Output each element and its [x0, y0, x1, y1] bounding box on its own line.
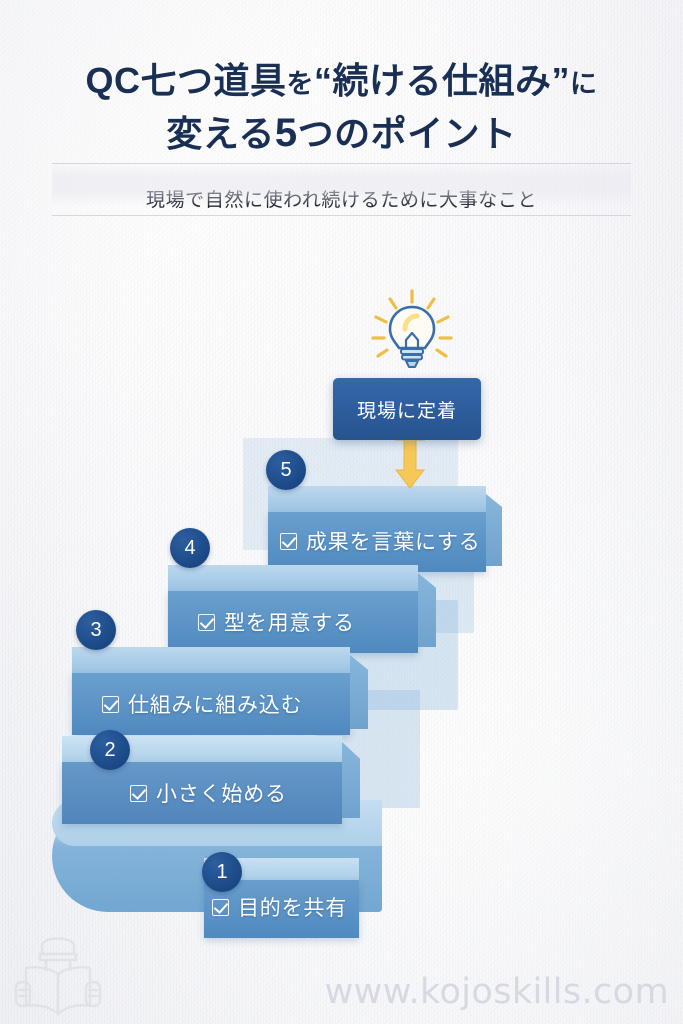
goal-card-label: 現場に定着 — [356, 400, 457, 422]
step-2-side-face — [342, 742, 360, 818]
title-segment-points: つのポイント — [297, 113, 517, 155]
step-3-label: 仕組みに組み込む — [102, 689, 302, 719]
title-segment-wo: を — [286, 69, 314, 99]
title-segment-quoted: “続ける仕組み” — [314, 60, 571, 101]
step-1-label-text: 目的を共有 — [238, 897, 347, 920]
goal-card[interactable]: 現場に定着 — [333, 378, 481, 440]
page-title-line-1: QC七つ道具を“続ける仕組み”に — [0, 58, 683, 104]
step-2-label: 小さく始める — [130, 778, 287, 808]
step-4-top-surface — [168, 565, 418, 591]
step-4-number-badge: 4 — [170, 528, 210, 568]
checked-box-icon — [280, 532, 297, 550]
divider-top — [52, 163, 631, 164]
checked-box-icon — [130, 784, 147, 802]
step-4-label: 型を用意する — [198, 607, 355, 637]
step-1-top-surface — [204, 858, 359, 880]
checked-box-icon — [198, 613, 215, 631]
step-2-label-text: 小さく始める — [156, 783, 287, 806]
step-4-number: 4 — [184, 536, 196, 559]
title-segment-five: 5 — [274, 111, 298, 156]
step-5-front-face — [268, 512, 486, 572]
step-3-top-surface — [72, 647, 350, 673]
checked-box-icon — [102, 695, 119, 713]
page-title-line-2: 変える5つのポイント — [0, 108, 683, 159]
step-4-label-text: 型を用意する — [224, 612, 355, 635]
step-5-side-face — [486, 494, 502, 566]
step-2-number: 2 — [104, 738, 116, 761]
site-watermark: www.kojoskills.com — [324, 972, 669, 1012]
checked-box-icon — [212, 898, 229, 916]
step-3-number: 3 — [90, 618, 102, 641]
step-3-side-face — [350, 655, 368, 729]
step-5-label: 成果を言葉にする — [280, 526, 481, 556]
step-1-number: 1 — [216, 860, 228, 883]
step-4-side-face — [418, 573, 436, 647]
step-5-top-surface — [268, 486, 486, 512]
step-2-front-face — [62, 762, 342, 824]
title-segment-qc7: QC七つ道具 — [85, 60, 287, 101]
step-1-number-badge: 1 — [202, 852, 242, 892]
title-segment-kaeru: 変える — [166, 113, 275, 155]
title-segment-ni: に — [570, 69, 598, 99]
step-3-number-badge: 3 — [76, 610, 116, 650]
step-5-number: 5 — [280, 458, 292, 481]
divider-bottom — [52, 215, 631, 216]
step-1-label: 目的を共有 — [212, 892, 347, 922]
person-reading-book-icon — [14, 937, 102, 1016]
lightbulb-icon — [371, 289, 453, 368]
step-3-label-text: 仕組みに組み込む — [128, 694, 303, 717]
step-2-number-badge: 2 — [90, 730, 130, 770]
step-5-label-text: 成果を言葉にする — [306, 531, 481, 554]
step-5-number-badge: 5 — [266, 450, 306, 490]
